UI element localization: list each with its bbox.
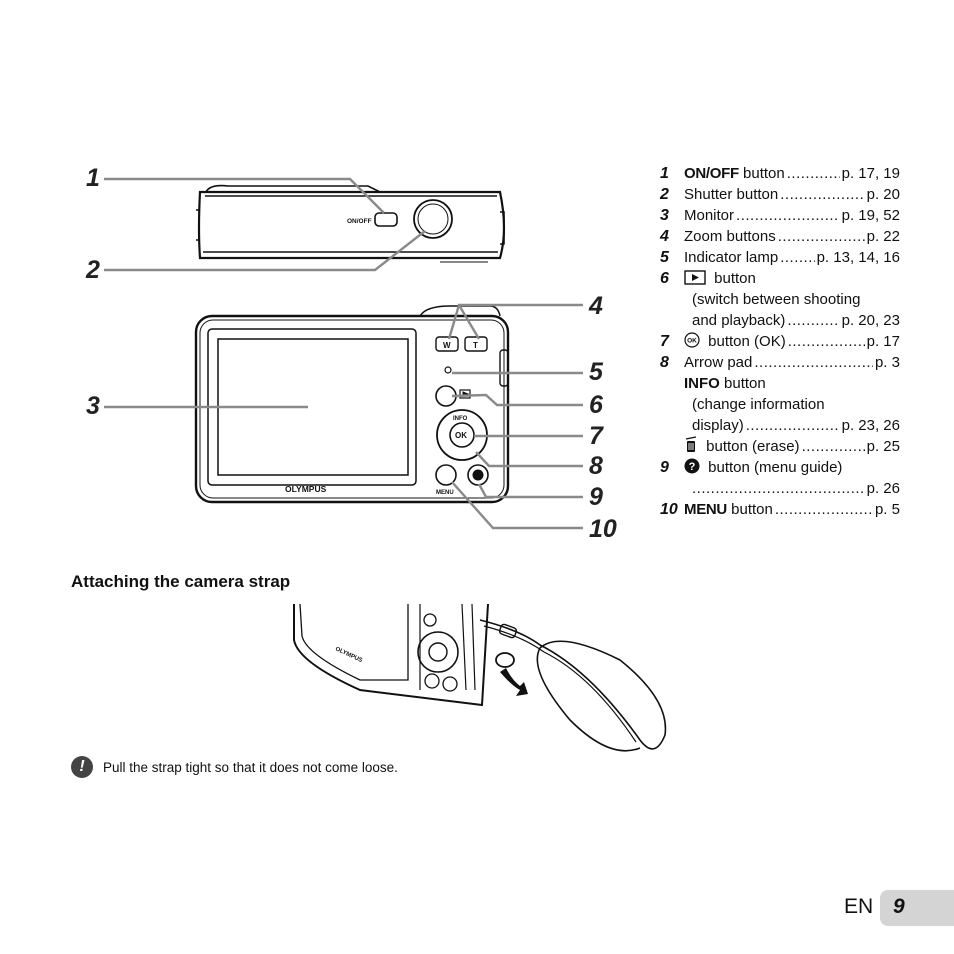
camera-back-view: [194, 305, 510, 504]
item-number: 3: [660, 207, 669, 224]
list-item: 1 ON/OFF button p. 17, 19: [660, 163, 900, 184]
list-item: 9 ? button (menu guide): [660, 457, 900, 478]
item-label: Zoom buttons: [684, 228, 776, 245]
language-label: EN: [844, 895, 874, 918]
callout-3: 3: [86, 392, 100, 420]
zoom-t-label: T: [473, 341, 478, 350]
list-item: 3 Monitor p. 19, 52: [660, 205, 900, 226]
item-number: 9: [660, 459, 669, 476]
item-number: 8: [660, 354, 669, 371]
item-number: 5: [660, 249, 669, 266]
item-label: button: [719, 375, 766, 392]
list-item-continuation: p. 26: [660, 478, 900, 499]
item-page: p. 26: [866, 480, 900, 497]
callout-9: 9: [589, 483, 603, 511]
item-label: button (erase): [702, 438, 800, 455]
note-text: Pull the strap tight so that it does not…: [103, 759, 398, 775]
list-item-continuation: and playback) p. 20, 23: [660, 310, 900, 331]
item-page: p. 20: [866, 186, 900, 203]
item-label: Indicator lamp: [684, 249, 779, 266]
list-item-continuation: (change information: [692, 396, 825, 413]
item-page: p. 5: [874, 501, 900, 518]
list-subitem: button (erase) p. 25: [660, 436, 900, 457]
callout-6: 6: [589, 391, 603, 419]
item-label: Monitor: [684, 207, 735, 224]
item-label: Arrow pad: [684, 354, 753, 371]
item-bold-label: MENU: [684, 501, 727, 518]
item-page: p. 25: [866, 438, 900, 455]
item-page: p. 13, 14, 16: [816, 249, 900, 266]
help-icon: ?: [684, 458, 700, 474]
caution-icon: !: [71, 756, 93, 778]
camera-top-view: [196, 184, 506, 263]
item-label: Shutter button: [684, 186, 779, 203]
list-item: 8 Arrow pad p. 3: [660, 352, 900, 373]
menu-label: MENU: [436, 490, 454, 496]
item-bold-label: INFO: [684, 375, 720, 392]
page-number: 9: [893, 895, 905, 918]
on-off-label: ON/OFF: [347, 218, 372, 225]
item-page: p. 17: [866, 333, 900, 350]
ok-label: OK: [455, 431, 467, 440]
callout-10: 10: [589, 515, 617, 543]
zoom-w-label: W: [443, 341, 451, 350]
list-item: 6 button: [660, 268, 900, 289]
parts-list: 1 ON/OFF button p. 17, 19 2 Shutter butt…: [660, 163, 900, 520]
caution-note: ! Pull the strap tight so that it does n…: [71, 756, 398, 778]
ok-icon: OK: [684, 332, 700, 348]
page-tab: [880, 890, 954, 926]
trash-icon: [685, 436, 697, 452]
leader-lines: [104, 177, 583, 530]
list-item-continuation: (switch between shooting: [692, 291, 861, 308]
item-number: 7: [660, 333, 669, 350]
item-number: 2: [660, 186, 669, 203]
callout-2: 2: [86, 256, 100, 284]
item-number: 4: [660, 228, 669, 245]
item-label: button: [710, 270, 756, 287]
item-page: p. 3: [874, 354, 900, 371]
item-label: button: [726, 501, 773, 518]
item-page: p. 23, 26: [841, 417, 900, 434]
list-subitem: INFO button: [660, 373, 900, 394]
item-page: p. 17, 19: [841, 165, 900, 182]
pull-arrow-icon: [500, 668, 528, 696]
list-item: 5 Indicator lamp p. 13, 14, 16: [660, 247, 900, 268]
item-label: button (OK): [704, 333, 786, 350]
callout-4: 4: [589, 292, 603, 320]
strap-brand-label: OLYMPUS: [334, 646, 363, 664]
item-number: 1: [660, 165, 669, 182]
callout-8: 8: [589, 452, 603, 480]
playback-icon: [684, 270, 706, 285]
strap-illustration: [293, 603, 667, 752]
svg-text:?: ?: [689, 461, 696, 473]
list-item: 4 Zoom buttons p. 22: [660, 226, 900, 247]
section-heading: Attaching the camera strap: [71, 572, 291, 591]
list-item: 7 OK button (OK) p. 17: [660, 331, 900, 352]
list-item: 2 Shutter button p. 20: [660, 184, 900, 205]
item-bold-label: ON/OFF: [684, 165, 739, 182]
item-number: 10: [660, 501, 678, 518]
callout-1: 1: [86, 164, 100, 192]
item-number: 6: [660, 270, 669, 287]
item-page: p. 22: [866, 228, 900, 245]
callout-5: 5: [589, 358, 603, 386]
list-item-continuation: display) p. 23, 26: [660, 415, 900, 436]
info-label: INFO: [453, 416, 468, 422]
brand-label: OLYMPUS: [285, 484, 327, 494]
svg-text:OK: OK: [687, 338, 697, 345]
item-page: p. 20, 23: [841, 312, 900, 329]
item-label: button: [738, 165, 785, 182]
callout-7: 7: [589, 422, 603, 450]
item-label: button (menu guide): [704, 459, 843, 476]
item-page: p. 19, 52: [841, 207, 900, 224]
list-item: 10 MENU button p. 5: [660, 499, 900, 520]
